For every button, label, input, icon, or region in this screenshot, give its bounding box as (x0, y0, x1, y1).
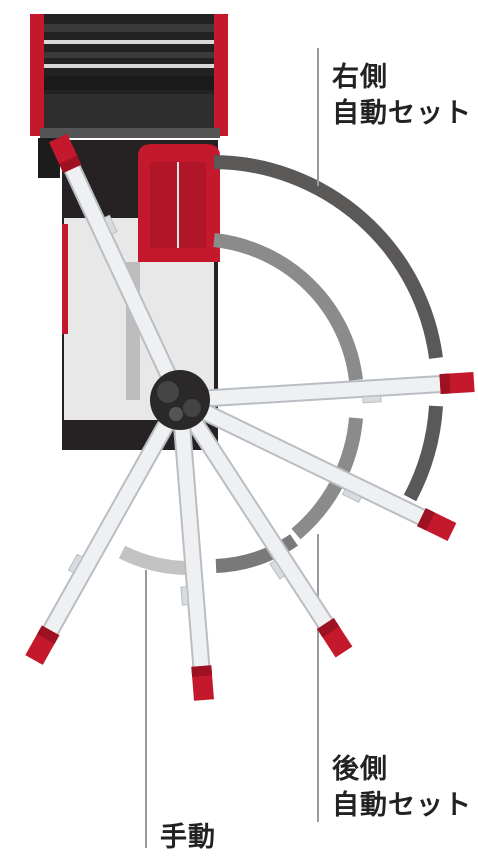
arc-middle (214, 240, 356, 380)
label-right-line1: 右側 (332, 60, 472, 96)
header-side-left (30, 14, 44, 136)
auger-tube (180, 376, 445, 408)
label-right-auto-set: 右側 自動セット (332, 60, 472, 132)
auger-bracket (363, 396, 381, 403)
label-rear-line2: 自動セット (332, 788, 472, 824)
auger-spout-band (191, 665, 212, 677)
header-teeth (44, 94, 214, 128)
arc-outer-lower (410, 406, 436, 498)
header-slat-5 (44, 76, 214, 90)
header-slat-3 (44, 52, 214, 58)
label-rear-auto-set: 後側 自動セット (332, 752, 472, 824)
header-slat-1 (44, 24, 214, 32)
label-manual: 手動 (160, 820, 216, 856)
arc-outer (214, 162, 436, 358)
header-side-right (214, 14, 228, 136)
auger-spout-band (439, 373, 450, 394)
label-right-line2: 自動セット (332, 96, 472, 132)
header-slat-4 (44, 64, 214, 68)
arm-pivot-hub (150, 370, 210, 430)
arc-light (122, 552, 186, 568)
body-panel-red-stripe (62, 224, 68, 334)
label-rear-line1: 後側 (332, 752, 472, 788)
header-slat-2 (44, 40, 214, 44)
label-manual-line1: 手動 (160, 820, 216, 856)
auger-bracket (181, 587, 188, 605)
